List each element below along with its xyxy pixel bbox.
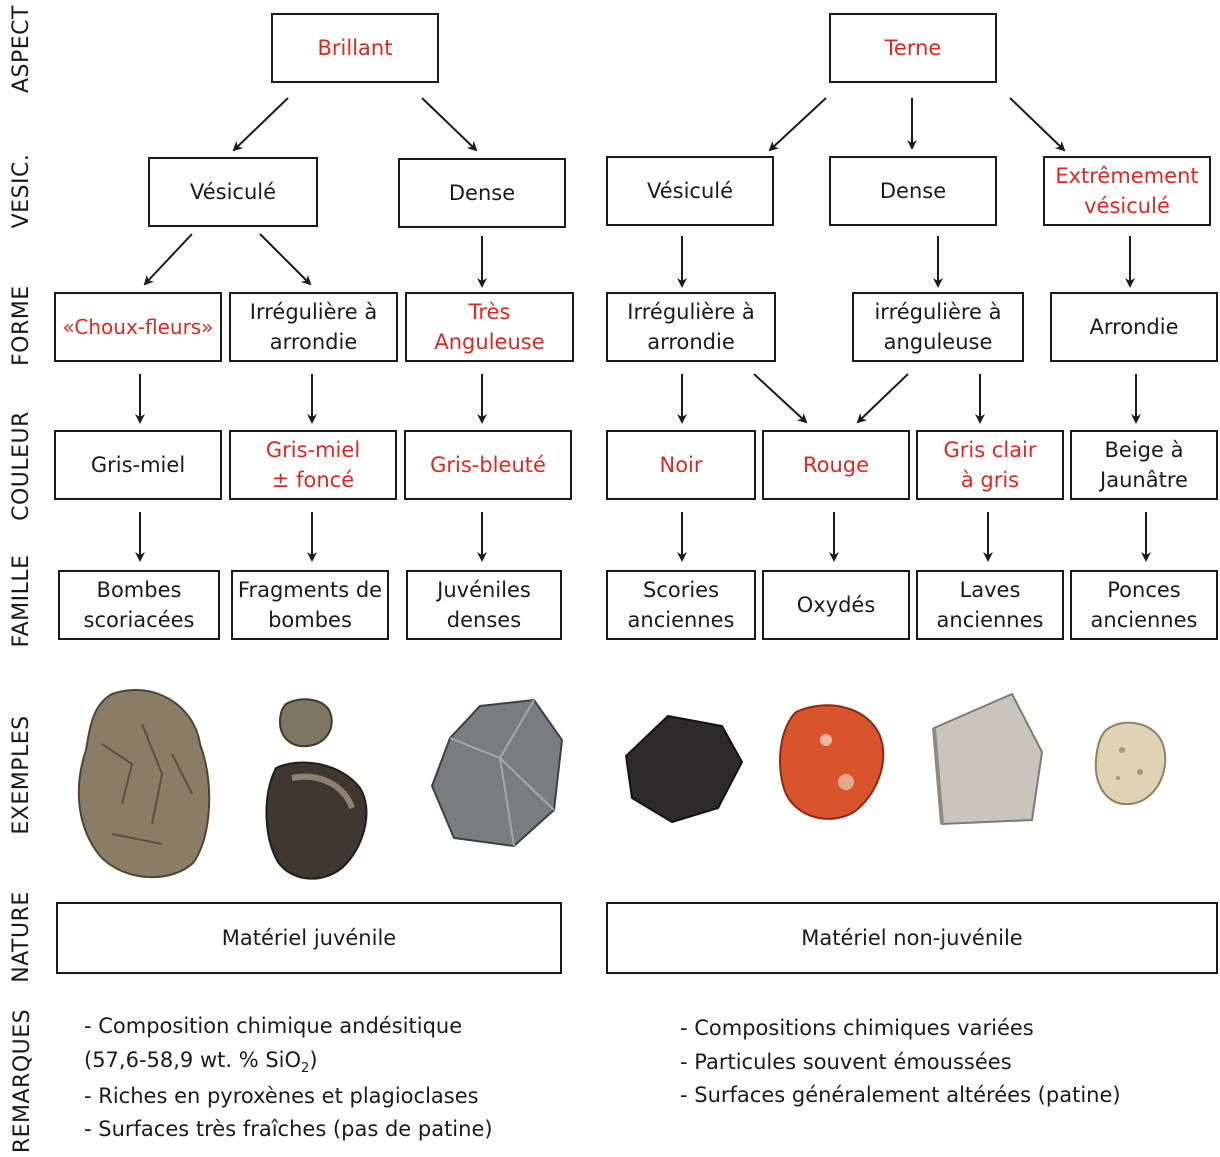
remarques-juvenile: - Composition chimique andésitique (57,6…: [84, 1010, 493, 1147]
forme-arrondie: Arrondie: [1050, 292, 1218, 362]
forme-irreg-arrondie-right: Irrégulière à arrondie: [606, 292, 776, 362]
arrow-vesicule-irreg: [259, 233, 312, 286]
nature-juvenile: Matériel juvénile: [56, 902, 562, 974]
couleur-gris-miel-fonce: Gris-miel ± foncé: [229, 430, 397, 500]
example-juvenile-dense: [430, 698, 564, 848]
arrow-brillant-vesicule: [232, 97, 289, 152]
example-scorie-ancienne: [624, 714, 744, 824]
famille-ponces-anciennes: Ponces anciennes: [1070, 570, 1218, 640]
arrow-irreg-rouge: [753, 373, 808, 424]
remarques-non-juvenile: - Compositions chimiques variées - Parti…: [680, 1012, 1121, 1113]
couleur-beige: Beige à Jaunâtre: [1070, 430, 1218, 500]
arrow-vesicule-choux: [143, 233, 193, 286]
famille-laves-anciennes: Laves anciennes: [916, 570, 1064, 640]
remark-sio2: (57,6-58,9 wt. % SiO2): [84, 1047, 318, 1076]
arrow-anguleuse-rouge: [856, 373, 909, 424]
remark-compositions-variees: - Compositions chimiques variées: [680, 1016, 1034, 1040]
example-bombe-scoriacee: [77, 689, 211, 879]
example-fragment-bombe-small: [278, 698, 333, 748]
famille-scories-anciennes: Scories anciennes: [606, 570, 756, 640]
remark-composition: - Composition chimique andésitique: [84, 1014, 463, 1038]
nature-non-juvenile: Matériel non-juvénile: [606, 902, 1218, 974]
couleur-gris-bleute: Gris-bleuté: [404, 430, 572, 500]
vesic-extremement: Extrêmement vésiculé: [1043, 156, 1211, 226]
couleur-gris-miel: Gris-miel: [54, 430, 222, 500]
example-lave-ancienne: [932, 692, 1044, 826]
arrow-brillant-dense: [421, 97, 478, 152]
forme-tres-anguleuse: Très Anguleuse: [405, 292, 574, 362]
example-fragment-bombe-large: [265, 761, 368, 880]
couleur-rouge: Rouge: [762, 430, 910, 500]
vesic-dense-left: Dense: [398, 158, 566, 228]
vesic-vesicule-left: Vésiculé: [148, 157, 318, 227]
famille-fragments-bombes: Fragments de bombes: [231, 570, 389, 640]
forme-choux-fleurs: «Choux-fleurs»: [54, 292, 222, 362]
remark-surfaces-fraiches: - Surfaces très fraîches (pas de patine): [84, 1117, 493, 1142]
couleur-gris-clair: Gris clair à gris: [916, 430, 1064, 500]
vesic-dense-right: Dense: [829, 156, 997, 226]
example-oxyde: [779, 704, 885, 820]
remark-surfaces-alterees: - Surfaces généralement altérées (patine…: [680, 1083, 1121, 1108]
arrow-terne-extremement: [1009, 97, 1066, 152]
vesic-vesicule-right: Vésiculé: [606, 156, 774, 226]
famille-juveniles-denses: Juvéniles denses: [406, 570, 562, 640]
aspect-brillant: Brillant: [271, 13, 439, 83]
famille-oxydes: Oxydés: [762, 570, 910, 640]
aspect-terne: Terne: [829, 13, 997, 83]
forme-irreg-arrondie-left: Irrégulière à arrondie: [229, 292, 398, 362]
remark-pyroxenes: - Riches en pyroxènes et plagioclases: [84, 1083, 479, 1108]
remark-emoussees: - Particules souvent émoussées: [680, 1049, 1012, 1074]
forme-irreg-anguleuse: irrégulière à anguleuse: [852, 292, 1024, 362]
example-ponce-ancienne: [1094, 721, 1167, 806]
famille-bombes-scoriacees: Bombes scoriacées: [58, 570, 220, 640]
couleur-noir: Noir: [606, 430, 756, 500]
arrow-terne-vesicule: [768, 97, 827, 152]
